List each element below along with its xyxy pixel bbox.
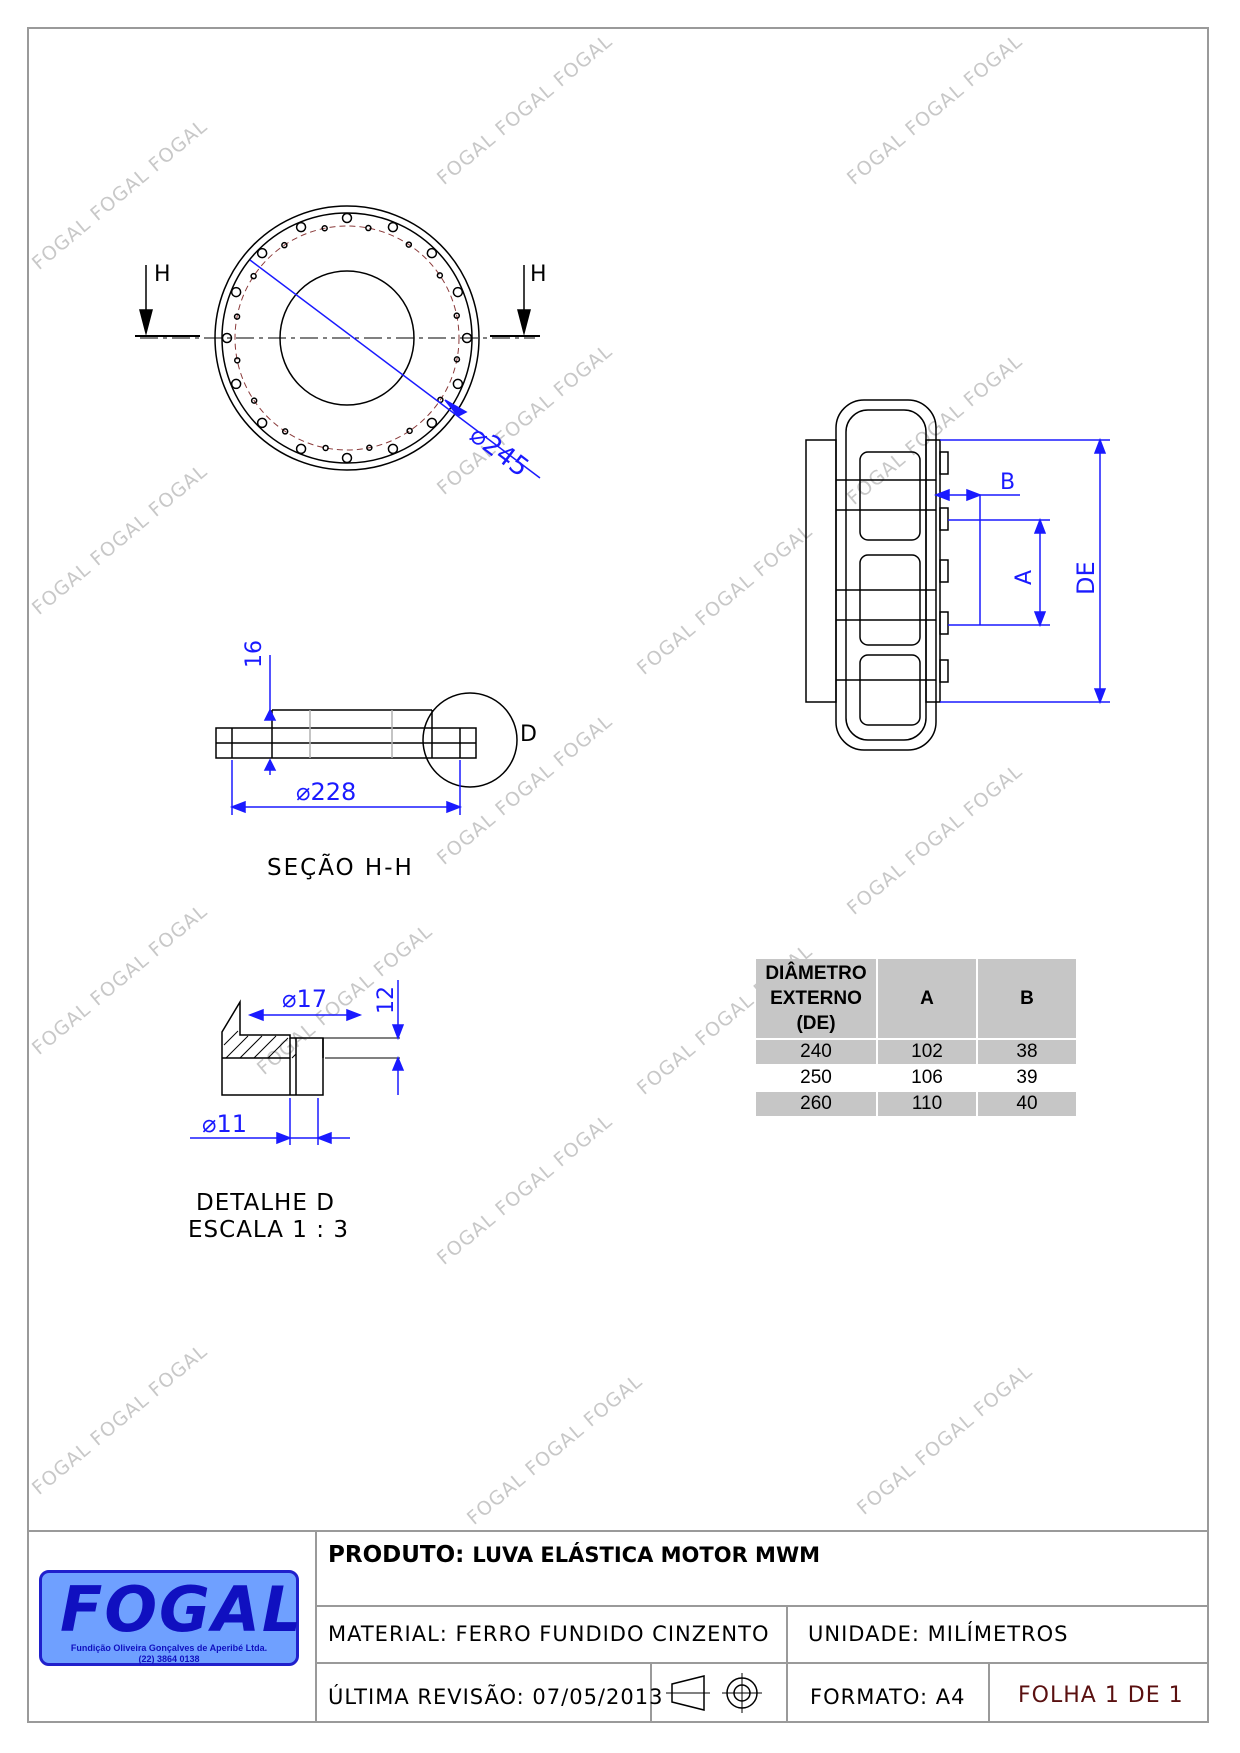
- bolt-hole: [250, 397, 258, 404]
- table-cell: 110: [878, 1092, 976, 1116]
- title-block-divider: [315, 1530, 317, 1723]
- dimension-label-12: 12: [374, 986, 399, 1014]
- section-view: [215, 692, 518, 788]
- dimension-label-228: ⌀228: [296, 778, 357, 806]
- side-dimensions: [933, 437, 1110, 705]
- dimension-value-17: 17: [296, 985, 327, 1013]
- dimension-label-17: ⌀17: [282, 985, 327, 1013]
- bolt-hole: [436, 272, 444, 279]
- bolt-hole: [295, 221, 307, 233]
- dimension-value-228: 228: [310, 778, 357, 806]
- title-block-divider: [988, 1662, 990, 1723]
- dimension-value-11: 11: [216, 1110, 247, 1138]
- unit-field: UNIDADE: MILÍMETROS: [808, 1622, 1069, 1646]
- bolt-hole: [426, 247, 438, 259]
- detail-marker: D: [520, 722, 537, 747]
- section-marker-right: H: [530, 262, 547, 287]
- dimension-label-11: ⌀11: [202, 1110, 247, 1138]
- detail-dimensions: [190, 980, 405, 1145]
- drawing-sheet: [27, 27, 1209, 1723]
- section-title: SEÇÃO H-H: [267, 855, 414, 881]
- detail-title: DETALHE D: [196, 1190, 335, 1216]
- bolt-hole: [233, 357, 241, 364]
- side-dim-a: A: [1012, 569, 1037, 585]
- bolt-hole: [406, 427, 413, 435]
- bolt-hole: [365, 224, 372, 232]
- table-cell: 102: [878, 1040, 976, 1064]
- table-header-a: A: [878, 959, 976, 1038]
- dimension-table: DIÂMETRO EXTERNO (DE) A B 240 102 38 250…: [754, 957, 1078, 1118]
- table-cell: 106: [911, 1067, 943, 1088]
- table-header-de: DIÂMETRO EXTERNO (DE): [756, 959, 876, 1038]
- side-dim-de: DE: [1072, 561, 1100, 595]
- product-label: PRODUTO:: [328, 1542, 465, 1568]
- title-block-divider: [315, 1605, 1209, 1607]
- detail-scale: ESCALA 1 : 3: [188, 1217, 349, 1243]
- bolt-hole: [341, 212, 353, 224]
- bolt-hole: [295, 443, 307, 455]
- bolt-hole: [256, 417, 268, 429]
- bolt-holes: [221, 212, 473, 464]
- title-block-divider: [650, 1662, 652, 1723]
- section-dimensions: [229, 655, 463, 815]
- bolt-hole: [221, 332, 233, 344]
- product-row: PRODUTO: LUVA ELÁSTICA MOTOR MWM: [328, 1542, 820, 1568]
- bolt-hole: [426, 417, 438, 429]
- bolt-hole: [230, 286, 242, 298]
- revision-field: ÚLTIMA REVISÃO: 07/05/2013: [328, 1685, 664, 1709]
- table-header-b: B: [978, 959, 1076, 1038]
- dimension-label-16: 16: [242, 640, 267, 668]
- bolt-hole: [281, 428, 289, 435]
- title-block-top-border: [27, 1530, 1209, 1532]
- table-cell: 39: [1016, 1067, 1038, 1088]
- logo-subtitle: Fundição Oliveira Gonçalves de Aperibé L…: [70, 1643, 268, 1653]
- bolt-hole: [452, 378, 464, 390]
- title-block-divider: [786, 1605, 788, 1723]
- bolt-hole: [321, 224, 328, 232]
- bolt-hole: [322, 444, 329, 452]
- bolt-hole: [387, 221, 399, 233]
- table-cell: 38: [978, 1040, 1076, 1064]
- bolt-hole: [453, 312, 461, 319]
- sheet-field: FOLHA 1 DE 1: [1018, 1683, 1184, 1708]
- table-row: 240 102 38: [756, 1040, 1076, 1064]
- side-dim-b: B: [1000, 470, 1016, 495]
- format-field: FORMATO: A4: [810, 1685, 966, 1709]
- first-angle-projection-icon: [666, 1673, 762, 1713]
- table-row: 250 106 39: [756, 1066, 1076, 1090]
- bolt-hole: [250, 272, 257, 280]
- bolt-hole: [230, 378, 242, 390]
- table-row: 260 110 40: [756, 1092, 1076, 1116]
- table-cell: 240: [756, 1040, 876, 1064]
- logo-wordmark: FOGAL: [60, 1573, 304, 1646]
- bolt-hole: [341, 452, 353, 464]
- top-view: [135, 205, 540, 471]
- section-marker-left: H: [154, 262, 171, 287]
- bolt-hole: [256, 247, 268, 259]
- table-cell: 40: [978, 1092, 1076, 1116]
- title-block-divider: [315, 1662, 1209, 1664]
- product-value: LUVA ELÁSTICA MOTOR MWM: [472, 1543, 821, 1567]
- bolt-hole: [387, 443, 399, 455]
- table-cell: 250: [800, 1067, 832, 1088]
- material-field: MATERIAL: FERRO FUNDIDO CINZENTO: [328, 1622, 770, 1646]
- dimension-245: [249, 259, 541, 479]
- bolt-hole: [452, 286, 464, 298]
- side-view: [805, 399, 949, 751]
- logo-phone: (22) 3864 0138: [138, 1654, 200, 1664]
- detail-view: [221, 999, 400, 1096]
- bolt-hole: [453, 356, 461, 363]
- bolt-hole: [405, 241, 413, 248]
- company-logo: FOGAL Fundição Oliveira Gonçalves de Ape…: [39, 1570, 301, 1666]
- bolt-hole: [281, 241, 288, 249]
- bolt-hole: [233, 313, 241, 320]
- table-cell: 260: [756, 1092, 876, 1116]
- bolt-hole: [461, 332, 473, 344]
- bolt-hole: [366, 444, 373, 452]
